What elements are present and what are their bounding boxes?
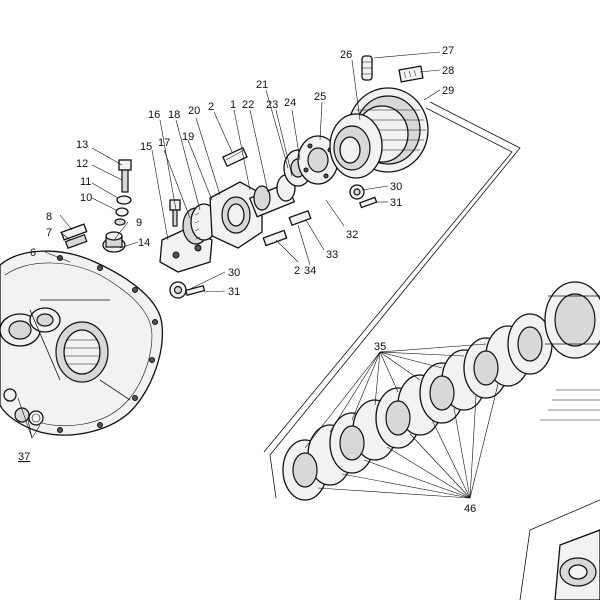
part-carrier-19-20 — [209, 181, 263, 249]
label-25: 25 — [314, 91, 326, 103]
label-29: 29 — [442, 85, 454, 97]
label-12: 12 — [76, 158, 88, 170]
part-bolt-13 — [118, 159, 132, 193]
label-46: 46 — [464, 503, 476, 515]
label-6: 6 — [30, 247, 36, 259]
part-key-28 — [398, 65, 424, 83]
label-2-lower: 2 — [294, 265, 300, 277]
part-valve-9-14 — [102, 231, 126, 253]
label-8: 8 — [46, 211, 52, 223]
label-33: 33 — [326, 249, 338, 261]
part-clutch-drum-26 — [329, 113, 383, 179]
label-30-upper: 30 — [390, 181, 402, 193]
label-24: 24 — [284, 97, 296, 109]
label-16: 16 — [148, 109, 160, 121]
label-20: 20 — [188, 105, 200, 117]
label-35: 35 — [374, 341, 386, 353]
leader-lines — [17, 51, 441, 439]
callout-labels: 13 12 11 10 8 7 9 14 6 15 16 17 18 19 20… — [18, 45, 476, 515]
label-22: 22 — [242, 99, 254, 111]
label-15: 15 — [140, 141, 152, 153]
label-31-lower: 31 — [228, 286, 240, 298]
label-26: 26 — [340, 49, 352, 61]
label-23: 23 — [266, 99, 278, 111]
label-10: 10 — [80, 192, 92, 204]
part-key-2 — [222, 146, 248, 168]
label-18: 18 — [168, 109, 180, 121]
part-washers-10-11-12 — [114, 195, 132, 226]
label-17: 17 — [158, 137, 170, 149]
axis-lines — [263, 101, 600, 499]
label-11: 11 — [80, 176, 91, 188]
part-plugs-37 — [3, 388, 44, 426]
label-27: 27 — [442, 45, 454, 57]
part-pin-27 — [361, 55, 373, 81]
label-13: 13 — [76, 139, 88, 151]
label-2-top: 2 — [208, 101, 214, 113]
leader-lines-46 — [317, 383, 499, 499]
part-nut-washer-30-31-lower — [169, 281, 206, 299]
label-32: 32 — [346, 229, 358, 241]
label-14: 14 — [138, 237, 150, 249]
label-37: 37 — [18, 451, 30, 463]
part-nut-washer-30-31-upper — [349, 184, 378, 209]
label-31-upper: 31 — [390, 197, 402, 209]
label-9: 9 — [136, 217, 142, 229]
label-21: 21 — [256, 79, 268, 91]
label-1: 1 — [230, 99, 236, 111]
label-19: 19 — [182, 131, 194, 143]
part-shaft-bottom-right — [519, 499, 600, 600]
clutch-disc-pack — [282, 281, 600, 501]
label-30-lower: 30 — [228, 267, 240, 279]
leader-lines-35 — [304, 343, 487, 449]
label-7: 7 — [46, 227, 52, 239]
label-34: 34 — [304, 265, 316, 277]
label-28: 28 — [442, 65, 454, 77]
housing-cover — [0, 250, 164, 436]
part-plug-7-8 — [60, 223, 88, 249]
part-bolts-2-34 — [262, 209, 312, 247]
